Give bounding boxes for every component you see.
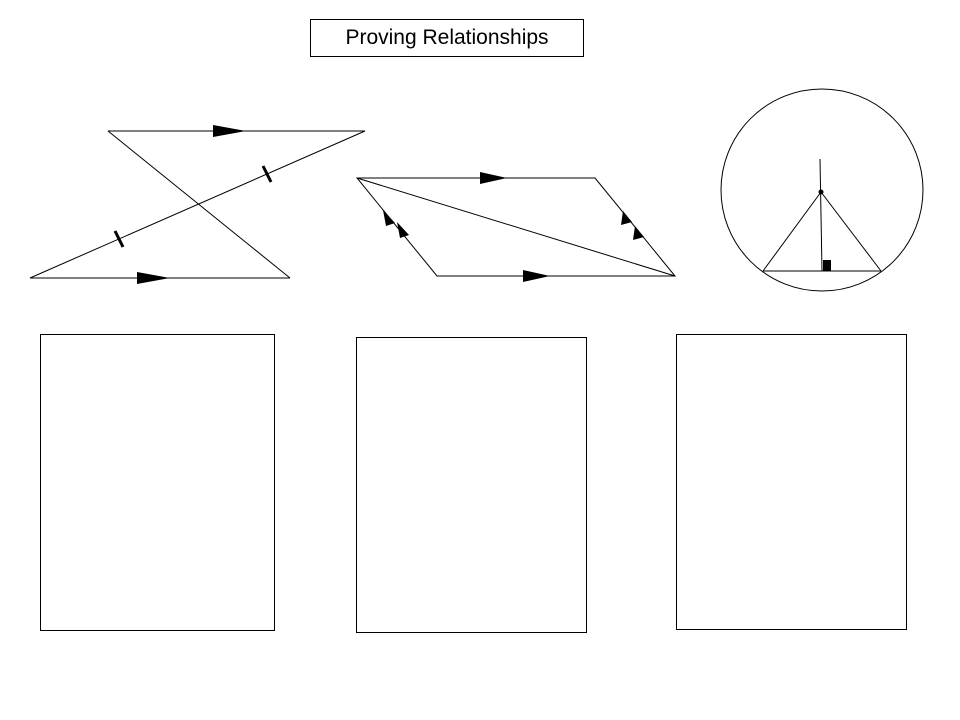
transversal-line-b [29,130,366,279]
circle-outline [720,88,924,292]
page-title: Proving Relationships [310,19,584,57]
radius-line-right [820,191,882,272]
tick-mark-icon [261,165,273,183]
single-arrow-icon [480,172,507,184]
double-arrow-icon [397,222,409,238]
answer-box[interactable] [676,334,907,630]
radius-line-left [762,191,822,272]
center-dot-icon [818,189,824,195]
right-angle-icon [823,260,831,271]
double-arrow-icon [383,210,395,226]
figure-parallelogram [355,172,677,282]
perpendicular-line [819,158,823,272]
figure-circle [720,88,924,292]
transversal-line-a [107,130,291,279]
answer-box[interactable] [40,334,275,631]
parallel-arrow-icon [137,272,170,284]
figure-crossing-lines [29,125,366,284]
parallel-arrow-icon [213,125,246,137]
double-arrow-icon [621,211,632,225]
double-arrow-icon [633,226,644,240]
diagonal-line [356,177,676,277]
answer-box[interactable] [356,337,587,633]
tick-mark-icon [113,230,125,248]
single-arrow-icon [523,270,550,282]
